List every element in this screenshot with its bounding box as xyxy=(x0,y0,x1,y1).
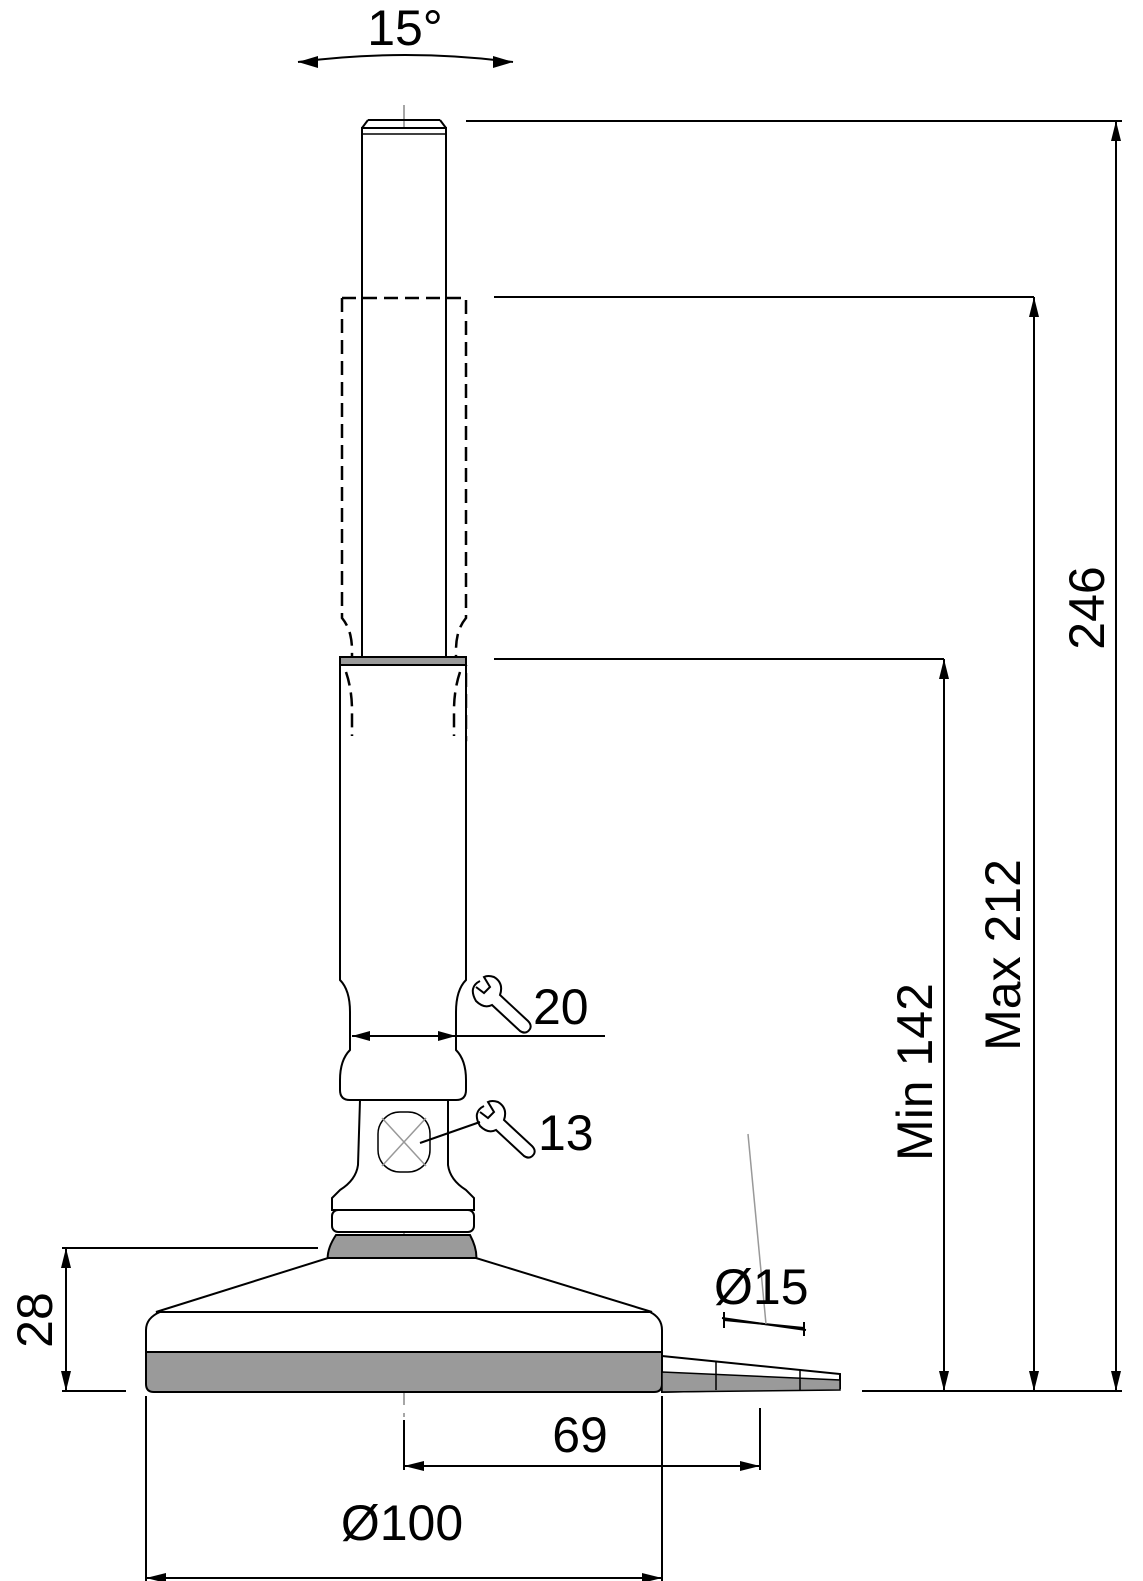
wrench-20-callout: 20 xyxy=(352,975,605,1041)
wrench-icon xyxy=(475,1100,536,1159)
wrench-13-leader xyxy=(419,1121,481,1144)
neck: 13 xyxy=(331,1099,594,1233)
hole-diameter-callout: Ø15 xyxy=(714,1133,809,1336)
base-diameter-dimension: Ø100 xyxy=(145,1396,663,1581)
housing xyxy=(339,656,467,1101)
base xyxy=(145,1257,841,1394)
max-height-label: Max 212 xyxy=(975,859,1031,1051)
wrench-icon xyxy=(471,975,532,1034)
max-height-dimension: Max 212 xyxy=(494,296,1039,1391)
hole-offset-label: 69 xyxy=(552,1407,608,1463)
base-diameter-label: Ø100 xyxy=(341,1495,463,1551)
wrench-lower-label: 13 xyxy=(538,1105,594,1161)
tilt-angle-label: 15° xyxy=(367,0,443,56)
overall-height-dimension: 246 xyxy=(466,120,1122,1392)
wrench-upper-label: 20 xyxy=(533,979,589,1035)
base-height-label: 28 xyxy=(7,1292,63,1348)
overall-height-label: 246 xyxy=(1059,566,1115,649)
min-height-label: Min 142 xyxy=(887,983,943,1161)
min-height-dimension: Min 142 xyxy=(494,658,949,1391)
hole-diameter-label: Ø15 xyxy=(714,1259,809,1315)
tilt-arc xyxy=(297,54,514,63)
tilt-arrow-left xyxy=(298,56,318,68)
threaded-stem xyxy=(361,119,447,661)
hole-offset-dimension: 69 xyxy=(403,1407,761,1471)
tilt-angle-dimension: 15° xyxy=(297,0,514,68)
tilt-arrow-right xyxy=(493,56,513,68)
base-height-dimension: 28 xyxy=(7,1247,318,1392)
rubber-pad xyxy=(145,1351,663,1393)
hex-flat xyxy=(377,1111,431,1173)
